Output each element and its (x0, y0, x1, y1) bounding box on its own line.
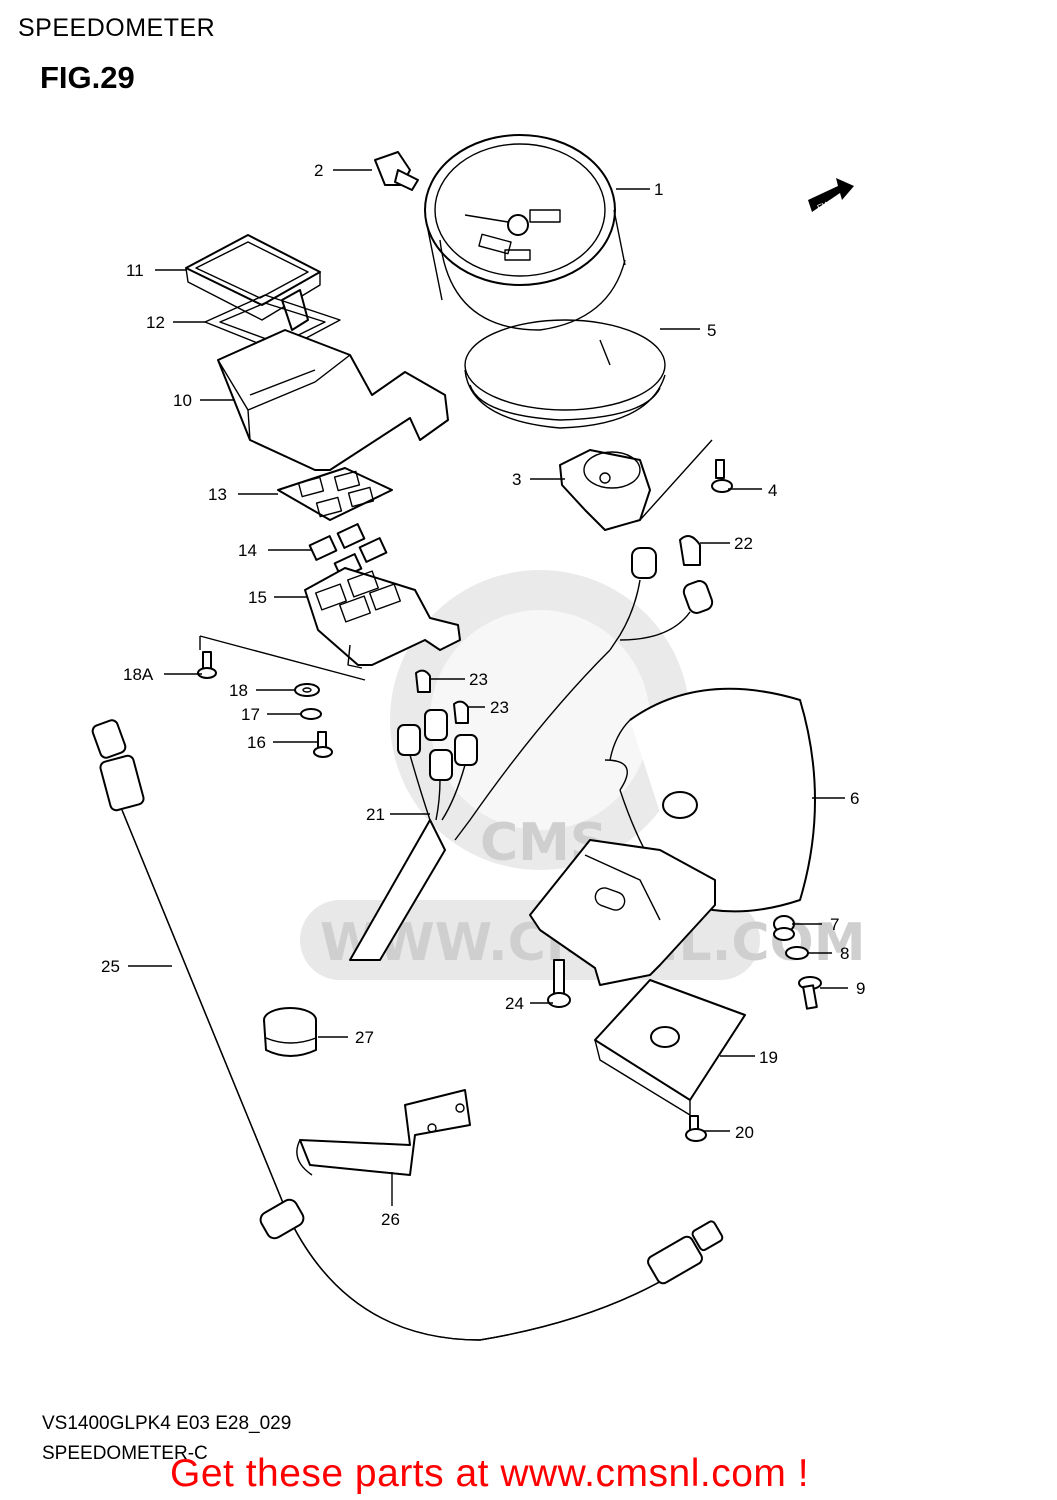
callout-18: 18 (229, 681, 248, 700)
indicator-housing-part (217, 329, 449, 471)
speedometer-meter-part (424, 134, 626, 366)
fwd-arrow-icon: FWD (808, 178, 854, 213)
callout-25: 25 (101, 957, 120, 976)
callout-19: 19 (759, 1048, 778, 1067)
gasket-plate-part (277, 467, 393, 521)
callout-5: 5 (707, 321, 716, 340)
bracket-26-part (296, 1089, 471, 1176)
leader-lines (128, 169, 848, 1206)
callout-7: 7 (830, 915, 839, 934)
callout-15: 15 (248, 588, 267, 607)
callout-1: 1 (654, 180, 663, 199)
screw-18a-part (197, 651, 217, 679)
indicator-gasket-part (204, 294, 341, 353)
callout-numbers: 2 1 5 11 12 10 13 14 15 18A 18 17 16 3 4… (101, 161, 865, 1229)
callout-8: 8 (840, 944, 849, 963)
bulb-22-part (679, 535, 701, 566)
socket-3-part (559, 449, 651, 531)
callout-16: 16 (247, 733, 266, 752)
screw-16-part (313, 731, 333, 758)
callout-2: 2 (314, 161, 323, 180)
callout-6: 6 (850, 789, 859, 808)
model-code: VS1400GLPK4 E03 E28_029 (42, 1413, 292, 1434)
bulb-23a-part (415, 669, 431, 693)
meter-case-6-part (604, 687, 816, 913)
callout-10: 10 (173, 391, 192, 410)
screw-4-part (711, 459, 733, 493)
screw-20-part (685, 1115, 707, 1142)
callout-4: 4 (768, 481, 777, 500)
washer-17-part (300, 708, 322, 720)
callout-21: 21 (366, 805, 385, 824)
promo-link[interactable]: Get these parts at www.cmsnl.com ! (170, 1452, 810, 1495)
sheet-name: SPEEDOMETER-C (42, 1443, 208, 1464)
washer-18-part (294, 683, 320, 697)
callout-24: 24 (505, 994, 524, 1013)
callout-27: 27 (355, 1028, 374, 1047)
callout-23b: 23 (490, 698, 509, 717)
page-title: SPEEDOMETER (18, 14, 216, 42)
bolt-9-part (798, 976, 822, 1010)
harness-sockets-part (609, 547, 714, 651)
callout-11: 11 (126, 261, 144, 280)
indicator-lens-part (185, 234, 321, 331)
callout-26: 26 (381, 1210, 400, 1229)
callout-20: 20 (735, 1123, 754, 1142)
rubber-ring-part (464, 319, 666, 429)
small-socket-part (374, 151, 419, 191)
bolt-24-part (547, 959, 571, 1008)
callout-18a: 18A (123, 665, 154, 684)
wire-harness-21-part (349, 649, 611, 961)
cover-19-part (594, 979, 746, 1116)
callout-17: 17 (241, 705, 260, 724)
callout-3: 3 (512, 470, 521, 489)
callout-12: 12 (146, 313, 165, 332)
callout-23a: 23 (469, 670, 488, 689)
grommet-7-part (773, 915, 795, 941)
mounting-bracket-part (529, 839, 716, 986)
callout-14: 14 (238, 541, 257, 560)
speedometer-cable-25-part (91, 719, 724, 1341)
bulb-23b-part (453, 700, 469, 724)
callout-22: 22 (734, 534, 753, 553)
lens-base-part (304, 567, 461, 669)
grommet-27-part (263, 1007, 317, 1057)
washer-8-part (785, 946, 809, 960)
callout-13: 13 (208, 485, 227, 504)
figure-label: FIG.29 (40, 60, 135, 95)
callout-9: 9 (856, 979, 865, 998)
